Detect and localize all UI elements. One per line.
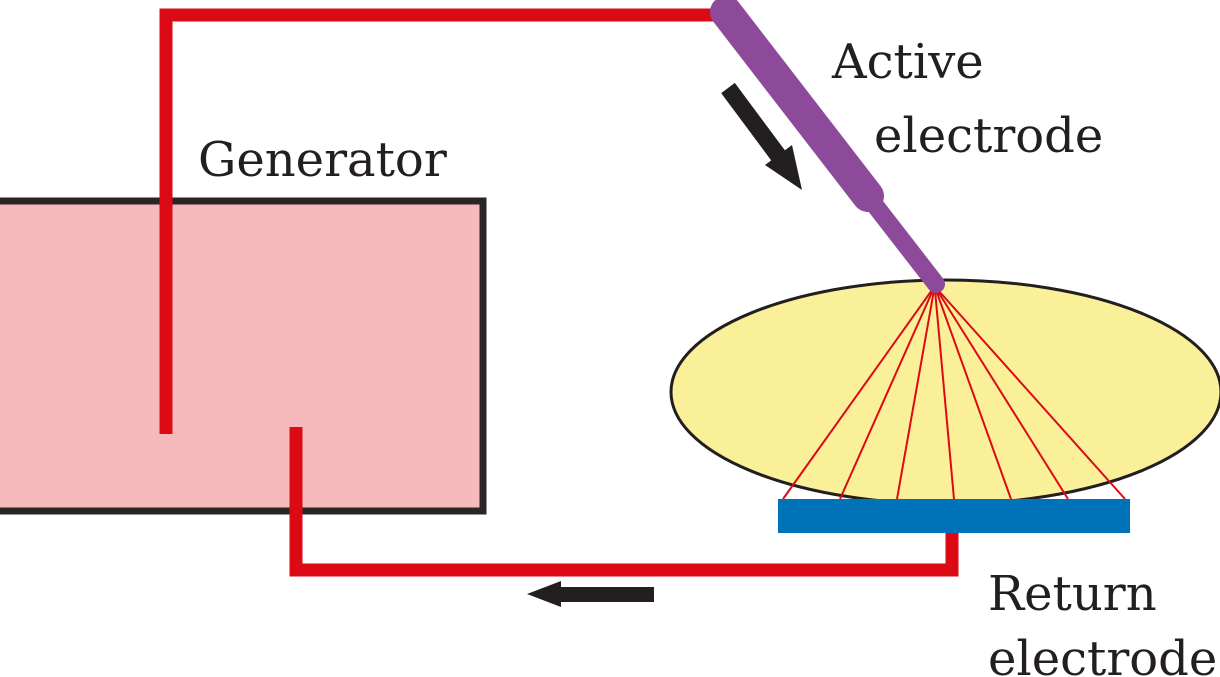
active-electrode xyxy=(710,0,945,293)
return-electrode-label-line2: electrode xyxy=(988,631,1217,677)
current-path-line xyxy=(896,289,935,500)
active-electrode-label-line1: Active xyxy=(831,34,984,90)
current-path-line xyxy=(935,289,1012,500)
return-electrode-plate xyxy=(778,499,1130,533)
active-electrode-tip xyxy=(851,177,945,293)
generator-box xyxy=(0,197,487,515)
current-path-line xyxy=(937,289,1126,500)
return-electrode-label-line1: Return xyxy=(988,566,1157,622)
current-path-line xyxy=(782,289,933,500)
wires xyxy=(159,8,959,577)
current-path-line xyxy=(936,289,1069,500)
arrow-left-icon xyxy=(527,581,654,607)
active-electrode-handle xyxy=(710,0,884,212)
current-paths xyxy=(782,289,1126,500)
active-wire xyxy=(159,8,730,434)
arrow-down-right-icon xyxy=(721,82,802,190)
generator-label: Generator xyxy=(198,132,447,188)
current-path-line xyxy=(934,289,955,500)
active-electrode-label-line2: electrode xyxy=(874,108,1103,164)
return-wire xyxy=(289,427,959,577)
current-path-line xyxy=(839,289,934,500)
